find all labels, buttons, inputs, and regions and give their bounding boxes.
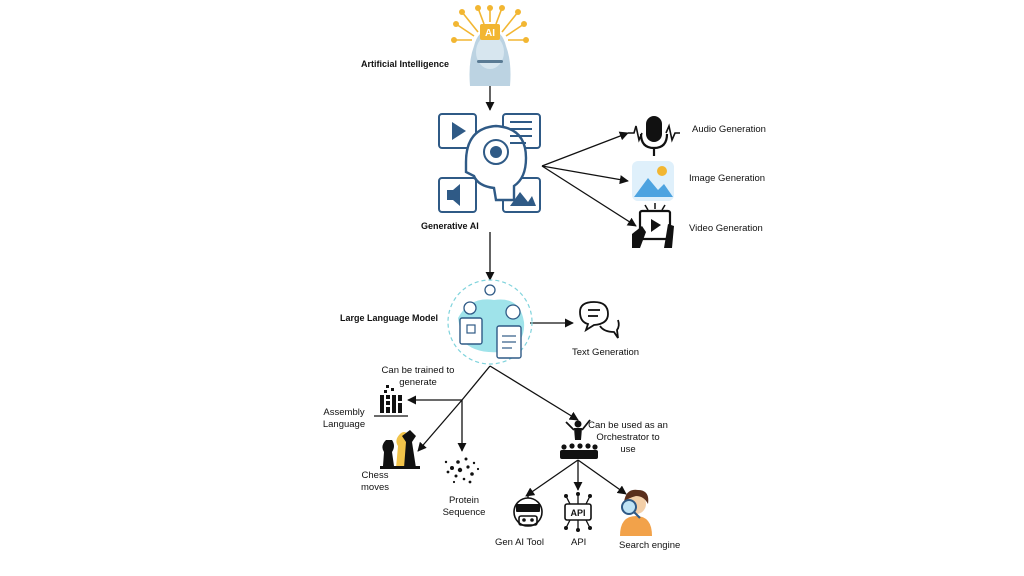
arrow-split-to-chess bbox=[417, 399, 463, 452]
node-artificial-intelligence: Artificial Intelligence bbox=[361, 59, 450, 69]
node-large-language-model: Large Language Model bbox=[340, 313, 439, 323]
chess-pieces-icon bbox=[380, 430, 420, 469]
generative-ai-icon bbox=[438, 113, 541, 213]
label-orchestrator: Can be used as an Orchestrator to use bbox=[588, 420, 668, 455]
binary-code-icon bbox=[374, 385, 408, 417]
image-icon bbox=[632, 161, 674, 201]
protein-dots-icon bbox=[444, 457, 480, 484]
arrow-orch-to-search bbox=[577, 459, 627, 495]
ai-head-icon: AI bbox=[451, 5, 529, 86]
arrow-orch-to-gentool bbox=[525, 459, 579, 497]
api-chip-label: API bbox=[570, 508, 585, 518]
chat-bubbles-icon bbox=[579, 301, 620, 339]
arrow-genai-to-video bbox=[541, 165, 637, 227]
llm-icon bbox=[447, 279, 533, 365]
node-api: API bbox=[571, 537, 587, 548]
label-trained-to-generate: Can be trained to generate bbox=[381, 365, 455, 388]
arrow-genai-to-audio bbox=[541, 131, 629, 167]
robot-tool-icon bbox=[513, 494, 543, 527]
line-llm-to-split bbox=[461, 365, 491, 401]
node-audio-generation: Audio Generation bbox=[692, 124, 766, 135]
node-assembly-language: Assembly Language bbox=[322, 407, 366, 430]
orchestrator-icon bbox=[560, 419, 598, 459]
search-person-icon bbox=[620, 489, 652, 536]
arrow-genai-to-image bbox=[541, 165, 629, 185]
node-search-engine: Search engine bbox=[619, 540, 681, 551]
node-chess-moves: Chess moves bbox=[361, 470, 389, 493]
connectors bbox=[407, 84, 637, 497]
node-generative-ai: Generative AI bbox=[421, 221, 479, 231]
ai-chip-label: AI bbox=[485, 28, 495, 39]
node-protein-sequence: Protein Sequence bbox=[442, 495, 486, 518]
node-gen-ai-tool: Gen AI Tool bbox=[495, 537, 544, 548]
node-text-generation: Text Generation bbox=[572, 347, 640, 358]
api-icon: API bbox=[564, 492, 592, 532]
arrow-llm-to-orchestrator bbox=[489, 365, 579, 421]
node-image-generation: Image Generation bbox=[689, 173, 766, 184]
microphone-icon bbox=[628, 116, 680, 156]
video-icon bbox=[632, 203, 674, 248]
node-video-generation: Video Generation bbox=[689, 223, 763, 234]
